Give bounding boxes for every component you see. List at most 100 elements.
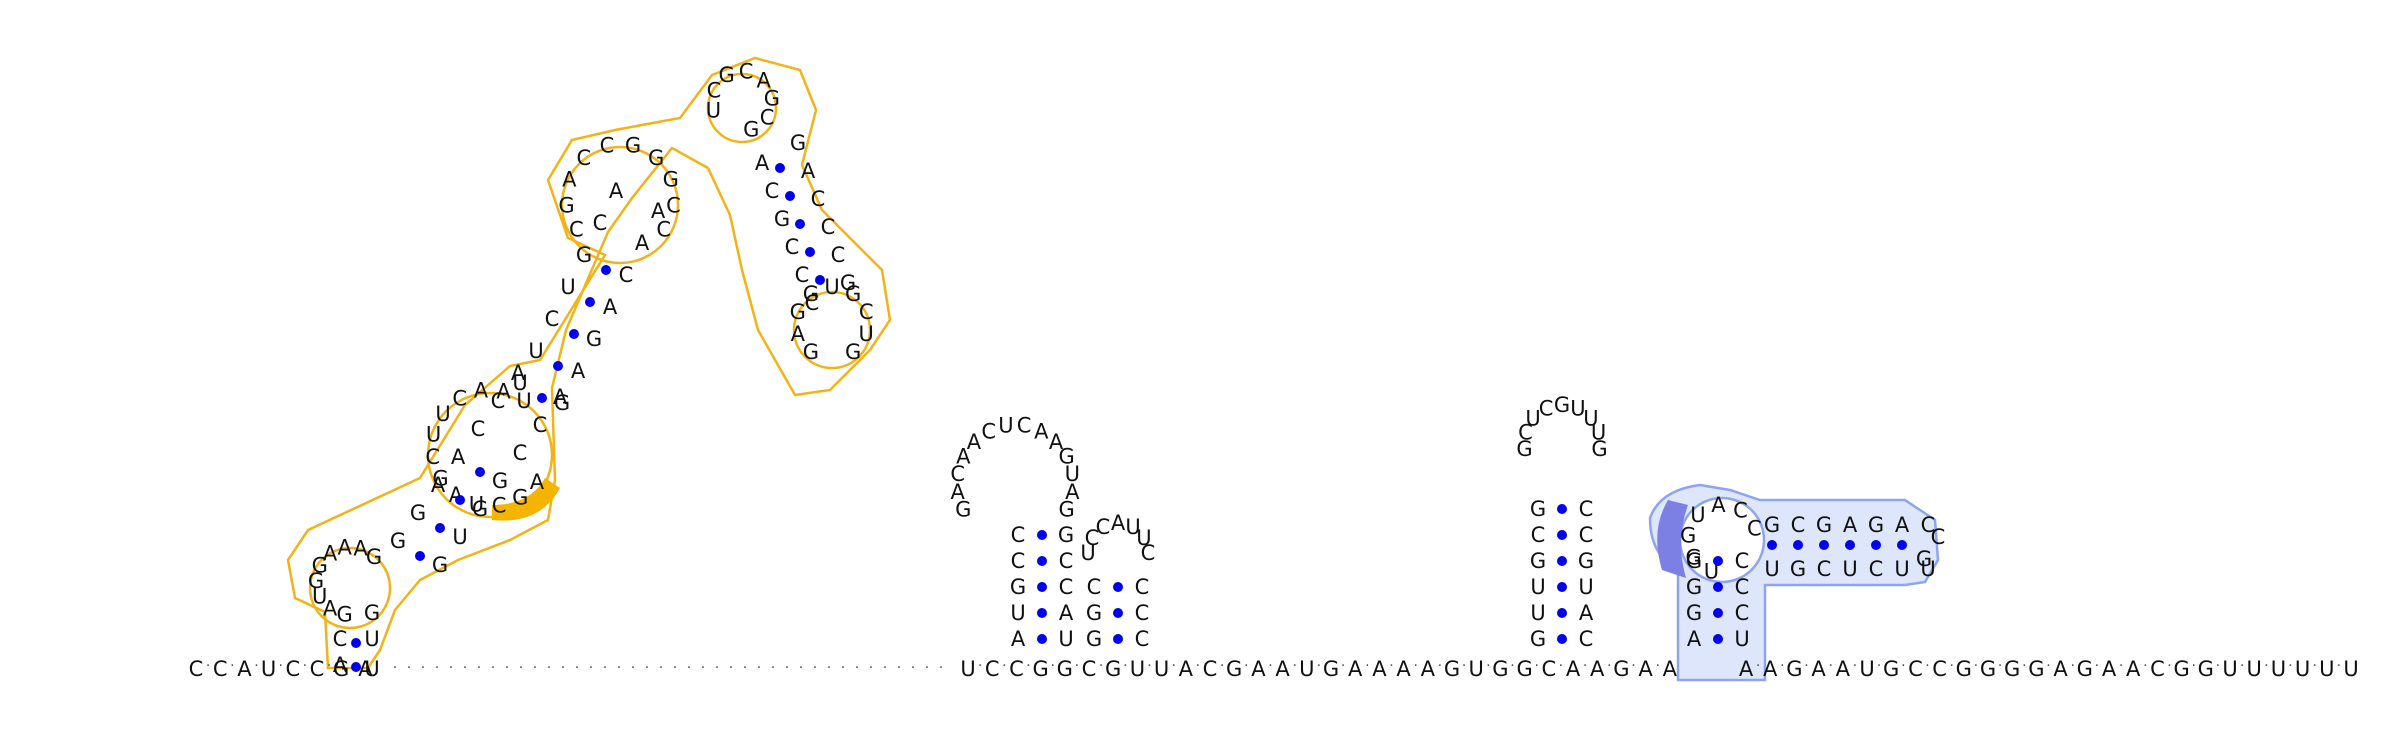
trailing-nucleotide: G [2004,657,2020,681]
backbone-link: · [1075,658,1079,674]
orange-stem-nucleotide: U [560,275,575,299]
hairpin3-nucleotide: U [1530,575,1545,599]
baseline-nucleotide: G [1323,657,1339,681]
baseline-nucleotide: A [1179,657,1194,681]
backbone-link: · [1877,658,1881,674]
orange-stem-nucleotide: G [554,391,570,415]
prefix-nucleotide: C [285,657,300,681]
trailing-nucleotide: A [1739,657,1754,681]
backbone-link: · [2167,658,2171,674]
backbone-link: · [505,660,509,676]
hairpin1-loop-nucleotide: A [956,445,971,469]
backbone-link: · [1268,658,1272,674]
orange-stem-nucleotide: A [553,385,568,409]
hairpin1-loop-nucleotide: G [955,497,971,521]
trailing-nucleotide: U [1859,657,1874,681]
backbone-link: · [1002,658,1006,674]
blue-loop-nucleotide: U [1690,503,1705,527]
backbone-link: · [2022,658,2026,674]
backbone-link: · [841,660,845,676]
backbone-link: · [327,658,331,674]
orange-stem-nucleotide: C [513,441,528,465]
orange-loop-nucleotide: A [562,168,577,192]
orange-highlight-segment [492,478,560,521]
backbone-link: · [911,660,915,676]
baseline-nucleotide: C [1082,657,1097,681]
orange-loop-nucleotide: C [600,134,615,158]
backbone-link: · [449,660,453,676]
orange-loop-nucleotide: G [743,118,759,142]
base-pair-dot [1819,540,1829,550]
hairpin2-loop-nucleotide: U [1080,541,1095,565]
hairpin3-nucleotide: C [1531,523,1546,547]
hairpin3-loop-nucleotide: C [1539,396,1554,420]
hairpin1-nucleotide: A [1011,627,1026,651]
backbone-link: · [561,660,565,676]
backbone-link: · [827,660,831,676]
backbone-link: · [1780,658,1784,674]
hairpin3-nucleotide: U [1530,601,1545,625]
base-pair-dot [1113,608,1123,618]
backbone-link: · [1756,658,1760,674]
backbone-link: · [1123,658,1127,674]
trailing-nucleotide: U [2247,657,2262,681]
backbone-link: · [1171,658,1175,674]
trailing-nucleotide: G [1956,657,1972,681]
orange-stem-nucleotide: C [831,243,846,267]
prefix-nucleotide: C [213,657,228,681]
orange-loop-nucleotide: G [366,545,382,569]
orange-loop-1 [308,546,392,630]
hairpin3-loop-nucleotide: U [1591,421,1606,445]
hairpin1-nucleotide: C [1059,575,1074,599]
orange-stem-nucleotide: A [609,179,624,203]
backbone-link: · [1998,658,2002,674]
trailing-nucleotide: U [2319,657,2334,681]
prefix-nucleotide: G [333,657,349,681]
backbone-link: · [1147,658,1151,674]
blue-hairpin-nucleotide: U [1764,557,1779,581]
orange-loop-nucleotide: A [323,541,338,565]
hairpin1-loop-nucleotide: A [967,430,982,454]
hairpin2-nucleotide: C [1135,575,1150,599]
baseline-nucleotide: A [1663,657,1678,681]
prefix-nucleotide: U [261,657,276,681]
backbone-link: · [1583,658,1587,674]
backbone-link: · [2288,658,2292,674]
base-pair-dot [795,219,805,229]
base-pair-dot [1037,608,1047,618]
blue-hairpin-nucleotide: C [1869,557,1884,581]
orange-stem-nucleotide: C [545,307,560,331]
backbone-link: · [1292,658,1296,674]
baseline-nucleotide: G [1032,657,1048,681]
orange-stem-nucleotide: G [492,469,508,493]
orange-loop-2 [426,391,554,519]
base-pair-dot [1793,540,1803,550]
backbone-link: · [2119,658,2123,674]
blue-stem-nucleotide: A [1687,627,1702,651]
linker-start: U [364,657,379,681]
hairpin1-loop-nucleotide: U [998,414,1013,438]
orange-loop-nucleotide: G [764,86,780,110]
baseline-nucleotide: A [1566,657,1581,681]
blue-loop-nucleotide: C [1733,498,1748,522]
hairpin1-nucleotide: U [1058,627,1073,651]
backbone-link: · [2240,658,2244,674]
trailing-nucleotide: A [2126,657,2141,681]
hairpin3-loop-nucleotide: U [1583,406,1598,430]
hairpin3-nucleotide: C [1579,523,1594,547]
trailing-nucleotide: U [2271,657,2286,681]
orange-stem-nucleotide: C [821,215,836,239]
backbone-link: · [2143,658,2147,674]
base-pair-dot [553,361,563,371]
backbone-link: · [1607,658,1611,674]
backbone-link: · [1949,658,1953,674]
baseline-nucleotide: G [1492,657,1508,681]
backbone-link: · [869,660,873,676]
baseline-nucleotide: C [1203,657,1218,681]
base-pair-dot [1113,582,1123,592]
backbone-link: · [2191,658,2195,674]
backbone-link: · [2070,658,2074,674]
base-pair-dot [435,523,445,533]
backbone-link: · [1828,658,1832,674]
hairpin2-nucleotide: G [1086,627,1102,651]
